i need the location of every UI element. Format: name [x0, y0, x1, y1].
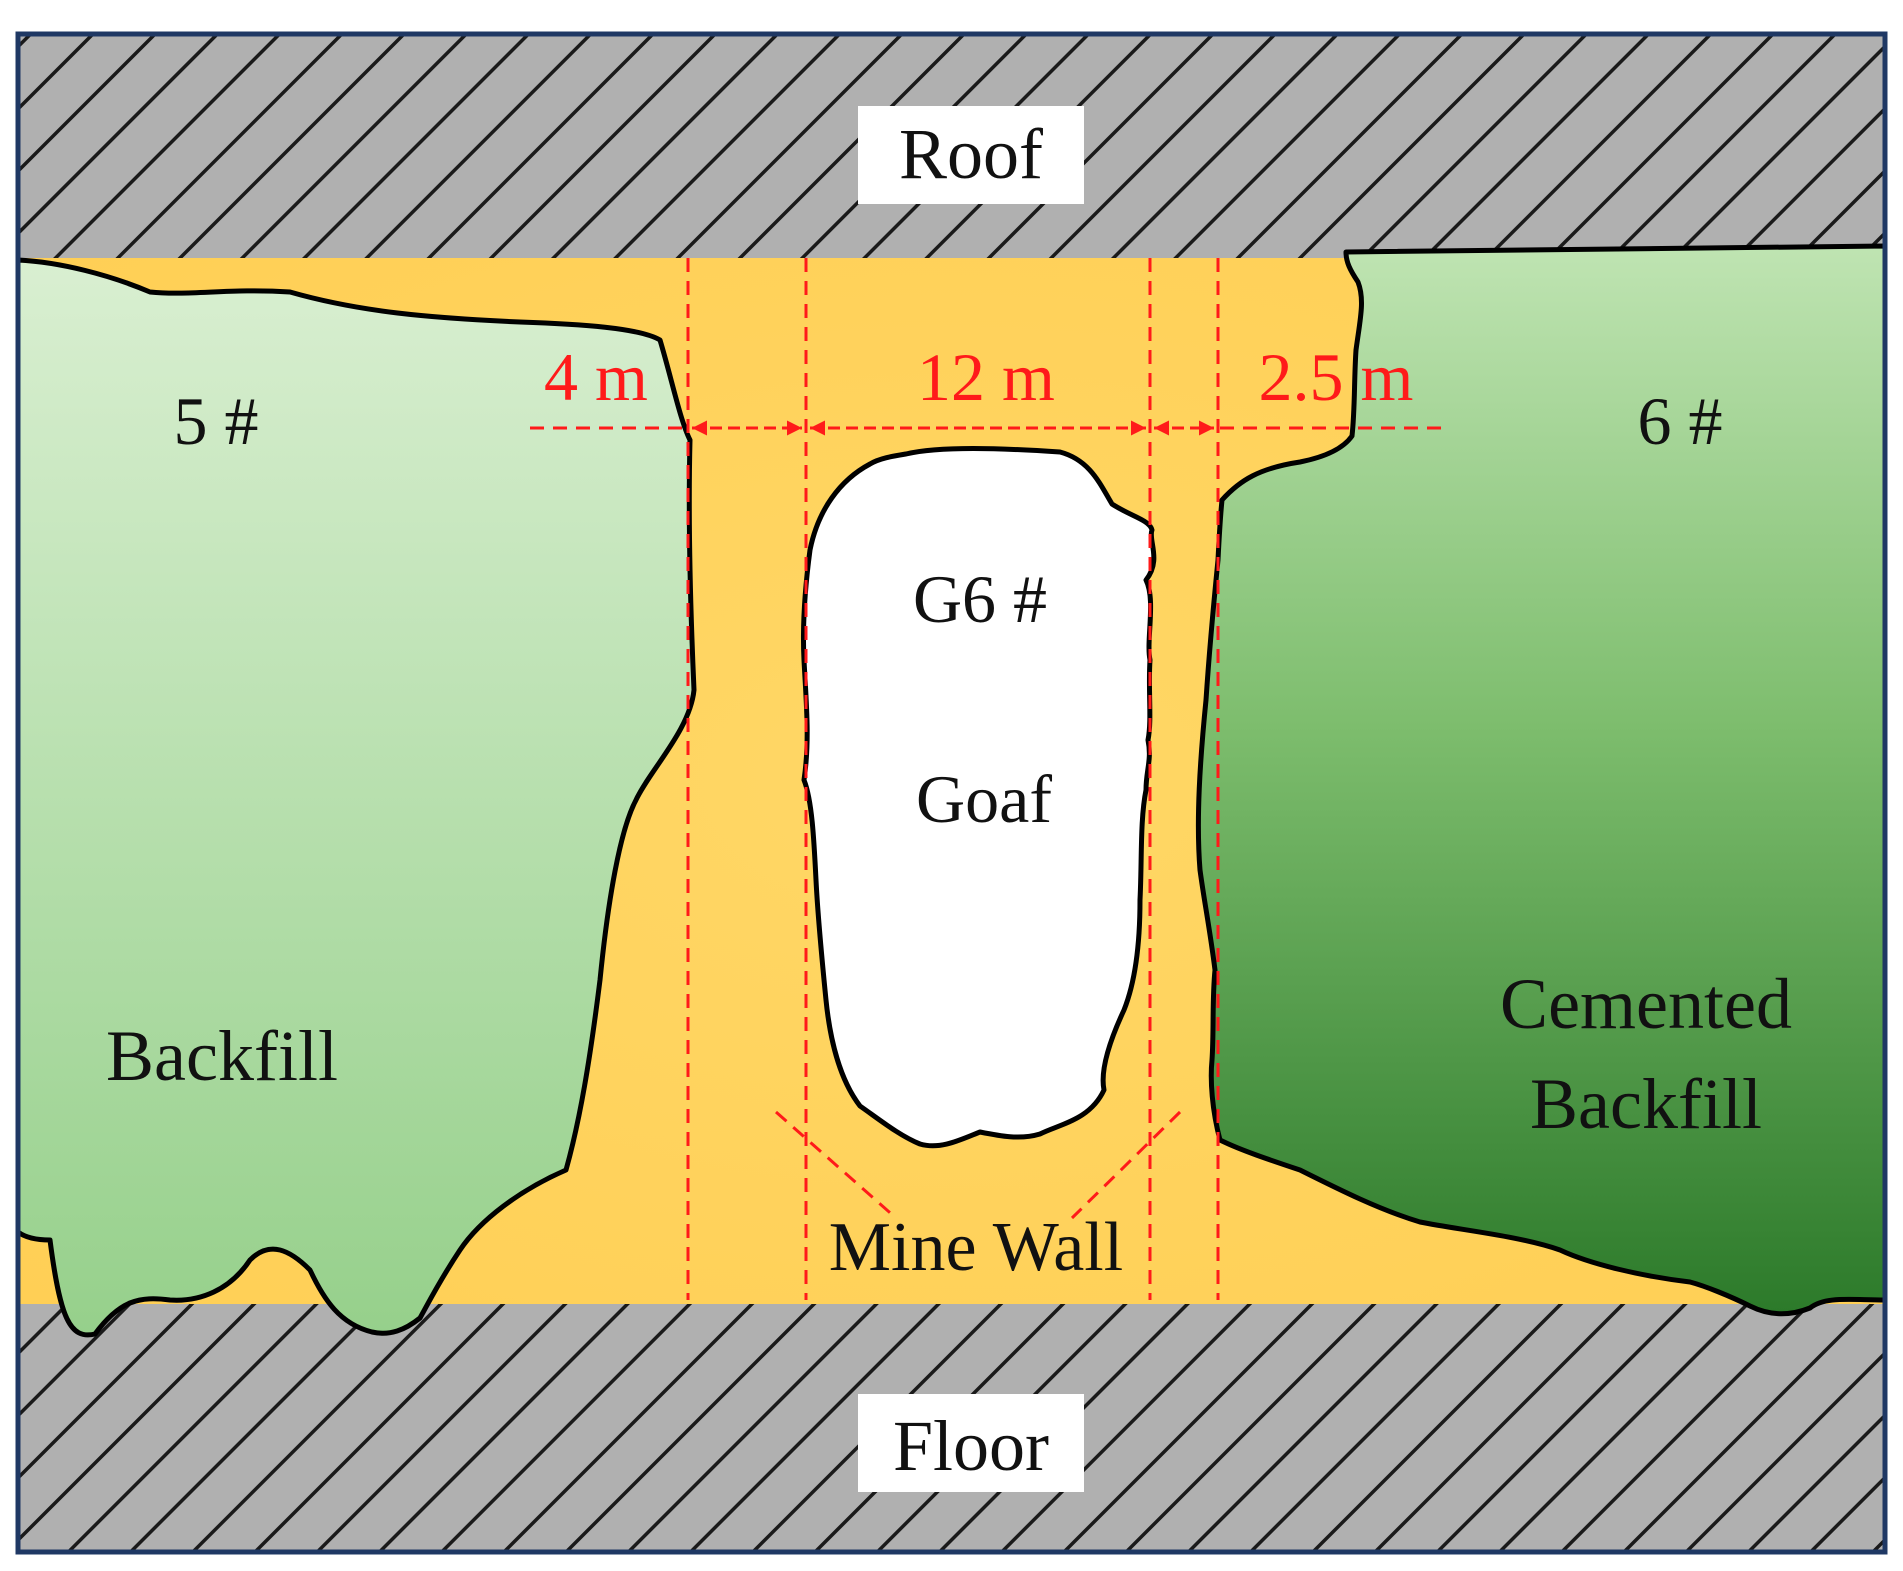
mine-wall-diagonal-right: [1070, 1110, 1182, 1220]
stope-5-label: 5 #: [174, 383, 259, 459]
mine-wall-diagonal-left: [775, 1110, 897, 1220]
backfill-region-left: [15, 257, 697, 1338]
stope-6-label: 6 #: [1638, 383, 1723, 459]
roof-label-box: [858, 106, 1084, 204]
dimension-right-label: 2.5 m: [1259, 339, 1414, 415]
roof-label: Roof: [899, 114, 1043, 194]
backfill-label: Backfill: [106, 1016, 338, 1096]
cemented-backfill-label-line1: Cemented: [1500, 964, 1792, 1044]
cemented-backfill-region-right: [1195, 243, 1888, 1317]
floor-label: Floor: [893, 1406, 1049, 1486]
goaf-id-label: G6 #: [913, 561, 1047, 637]
mine-wall-label: Mine Wall: [829, 1209, 1123, 1286]
diagram-frame: [15, 31, 1888, 1555]
goaf-void: [800, 446, 1157, 1149]
dimension-center-label: 12 m: [917, 339, 1055, 415]
goaf-label: Goaf: [916, 761, 1052, 837]
cemented-backfill-label-line2: Backfill: [1530, 1064, 1762, 1144]
floor-label-box: [858, 1394, 1084, 1492]
dimension-left-label: 4 m: [544, 339, 648, 415]
